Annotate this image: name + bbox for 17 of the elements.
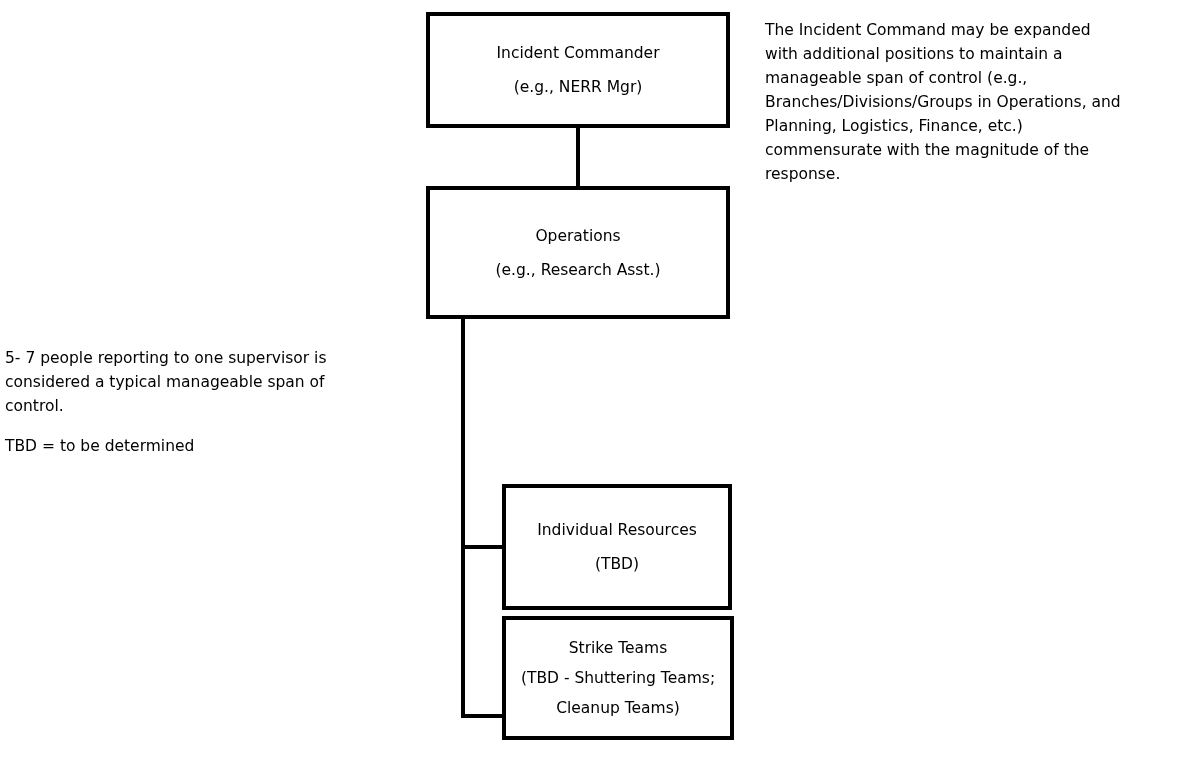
org-box <box>502 484 732 610</box>
role-note: (e.g., Research Asst.) <box>495 259 661 281</box>
role-title: Individual Resources <box>537 520 697 541</box>
note-text: 5- 7 people reporting to one supervisor is considered a typical manageable span of control. <box>5 348 328 417</box>
org-box <box>426 186 730 319</box>
role-title: Incident Commander <box>496 43 660 64</box>
org-box <box>502 616 734 740</box>
connector-line <box>576 128 580 186</box>
connector-line <box>461 319 502 718</box>
role-title: Strike Teams <box>568 638 668 659</box>
note-text: The Incident Command may be expanded with additional positions to maintain a manageable span of control (e.g., Branches/Divisions/Groups in Operations, and Planning, Logistics, Finance, etc.) commensurate with the magnitude of the response. <box>765 20 1122 185</box>
role-note: (e.g., NERR Mgr) <box>513 77 643 98</box>
role-note: (TBD) <box>594 554 640 575</box>
role-note: (TBD - Shuttering Teams; Cleanup Teams) <box>519 668 717 719</box>
note-text: TBD = to be determined <box>5 436 196 457</box>
org-box <box>426 12 730 128</box>
role-title: Operations <box>535 225 621 247</box>
